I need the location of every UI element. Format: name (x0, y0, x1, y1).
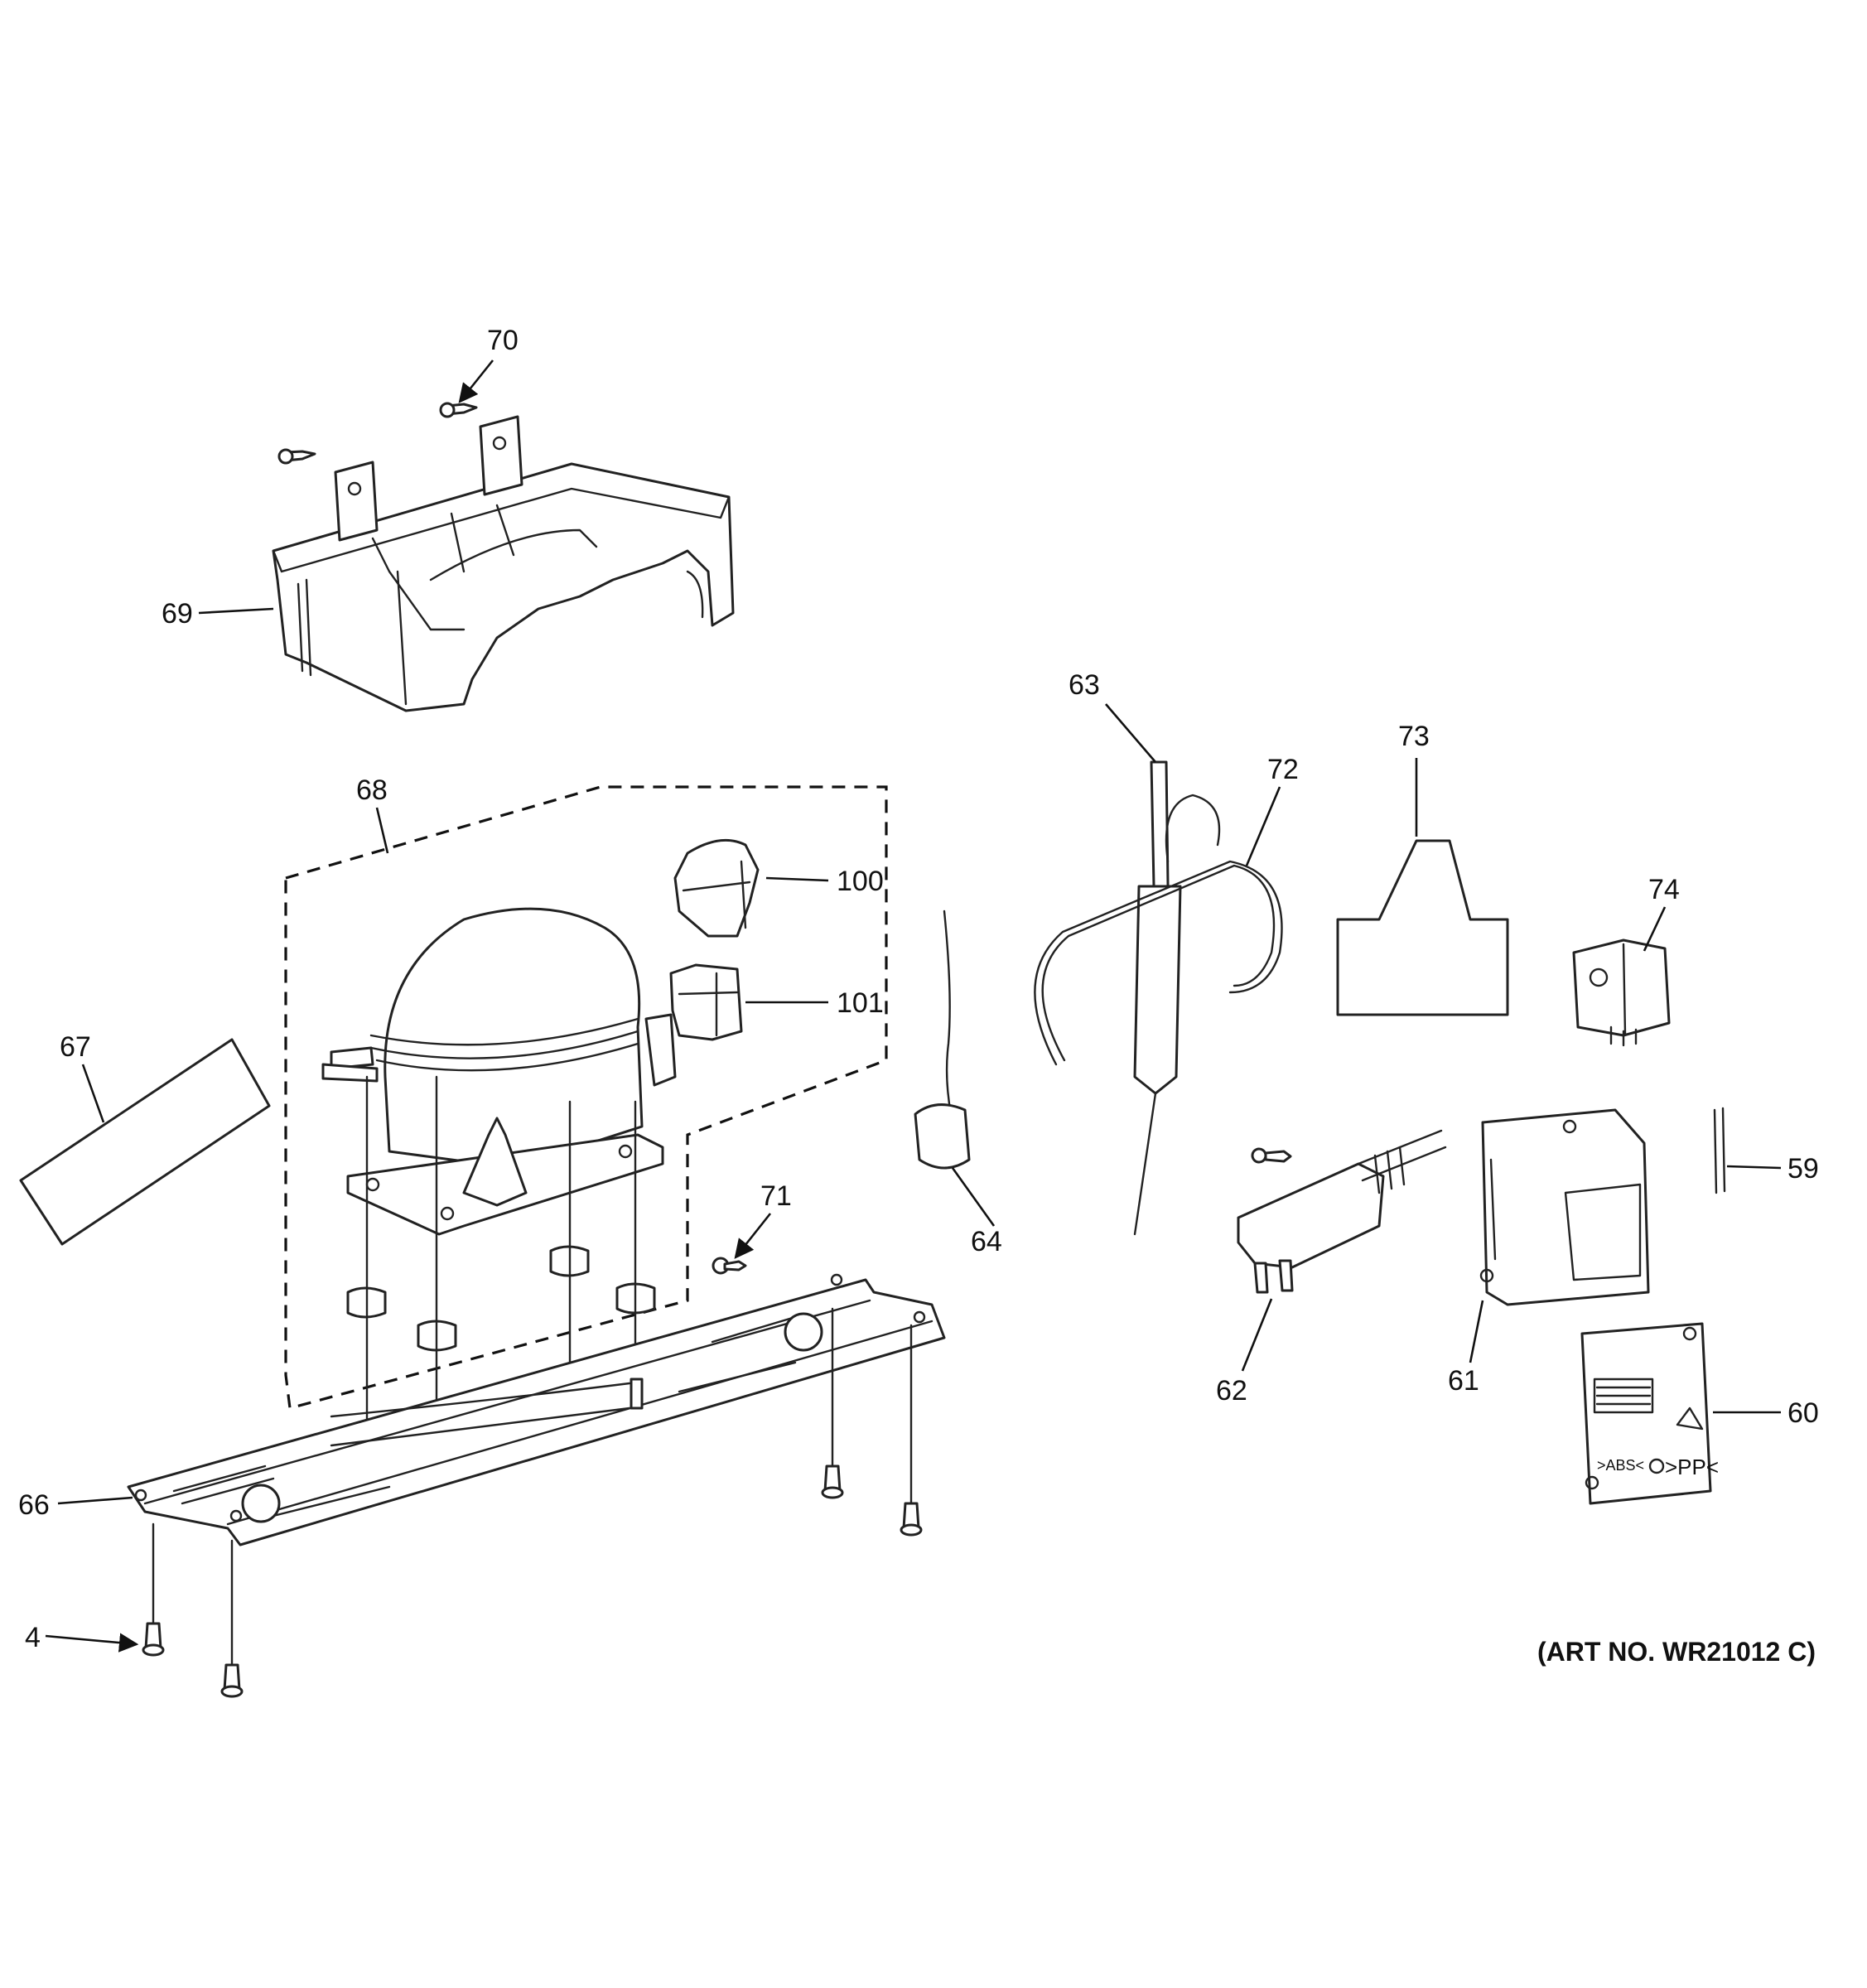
abs-marking: >ABS< (1597, 1457, 1644, 1474)
callout-72: 72 (1267, 754, 1299, 785)
part-64-capacitor (914, 910, 971, 1170)
callout-71: 71 (760, 1180, 792, 1212)
callout-69: 69 (162, 598, 193, 630)
part-63-drier (1133, 760, 1221, 1236)
callout-4: 4 (25, 1622, 41, 1653)
callout-61: 61 (1448, 1365, 1479, 1397)
part-61-control-box (1479, 1108, 1650, 1306)
art-number: (ART NO. WR21012 C) (1537, 1637, 1816, 1667)
callout-74: 74 (1648, 874, 1680, 905)
part-69-compressor-shroud (272, 415, 735, 712)
leader-lines (45, 359, 1782, 1653)
part-59-strip (1713, 1107, 1726, 1194)
callout-63: 63 (1069, 669, 1100, 701)
callout-68: 68 (356, 774, 388, 806)
part-71-screw (712, 1257, 747, 1275)
callout-73: 73 (1398, 721, 1430, 752)
part-72-tube (1034, 860, 1283, 1066)
callout-67: 67 (60, 1031, 91, 1063)
pp-marking: >PP< (1665, 1455, 1719, 1479)
part-68-compressor-assembly (284, 785, 888, 1476)
part-73-insulation (1336, 839, 1509, 1016)
callout-70: 70 (487, 325, 519, 356)
callout-64: 64 (971, 1226, 1002, 1257)
part-67-label (19, 1038, 271, 1246)
callout-66: 66 (18, 1489, 50, 1521)
part-60-module-cover: >ABS< >PP< (1580, 1322, 1719, 1505)
part-66-base-rails (127, 1273, 946, 1667)
callout-60: 60 (1787, 1397, 1819, 1429)
callout-101: 101 (837, 987, 884, 1019)
part-74-timer (1572, 939, 1671, 1047)
callout-labels: 70 69 68 100 101 67 71 66 4 63 72 73 74 … (18, 325, 1819, 1653)
part-62-power-cord (1237, 1129, 1447, 1294)
part-100-cover (673, 838, 760, 938)
part-101-relay (669, 963, 743, 1041)
part-70-screws (277, 402, 478, 465)
part-4-screws (142, 1464, 923, 1698)
callout-59: 59 (1787, 1153, 1819, 1185)
callout-62: 62 (1216, 1375, 1247, 1407)
callout-100: 100 (837, 866, 884, 897)
grommets (346, 1245, 656, 1352)
